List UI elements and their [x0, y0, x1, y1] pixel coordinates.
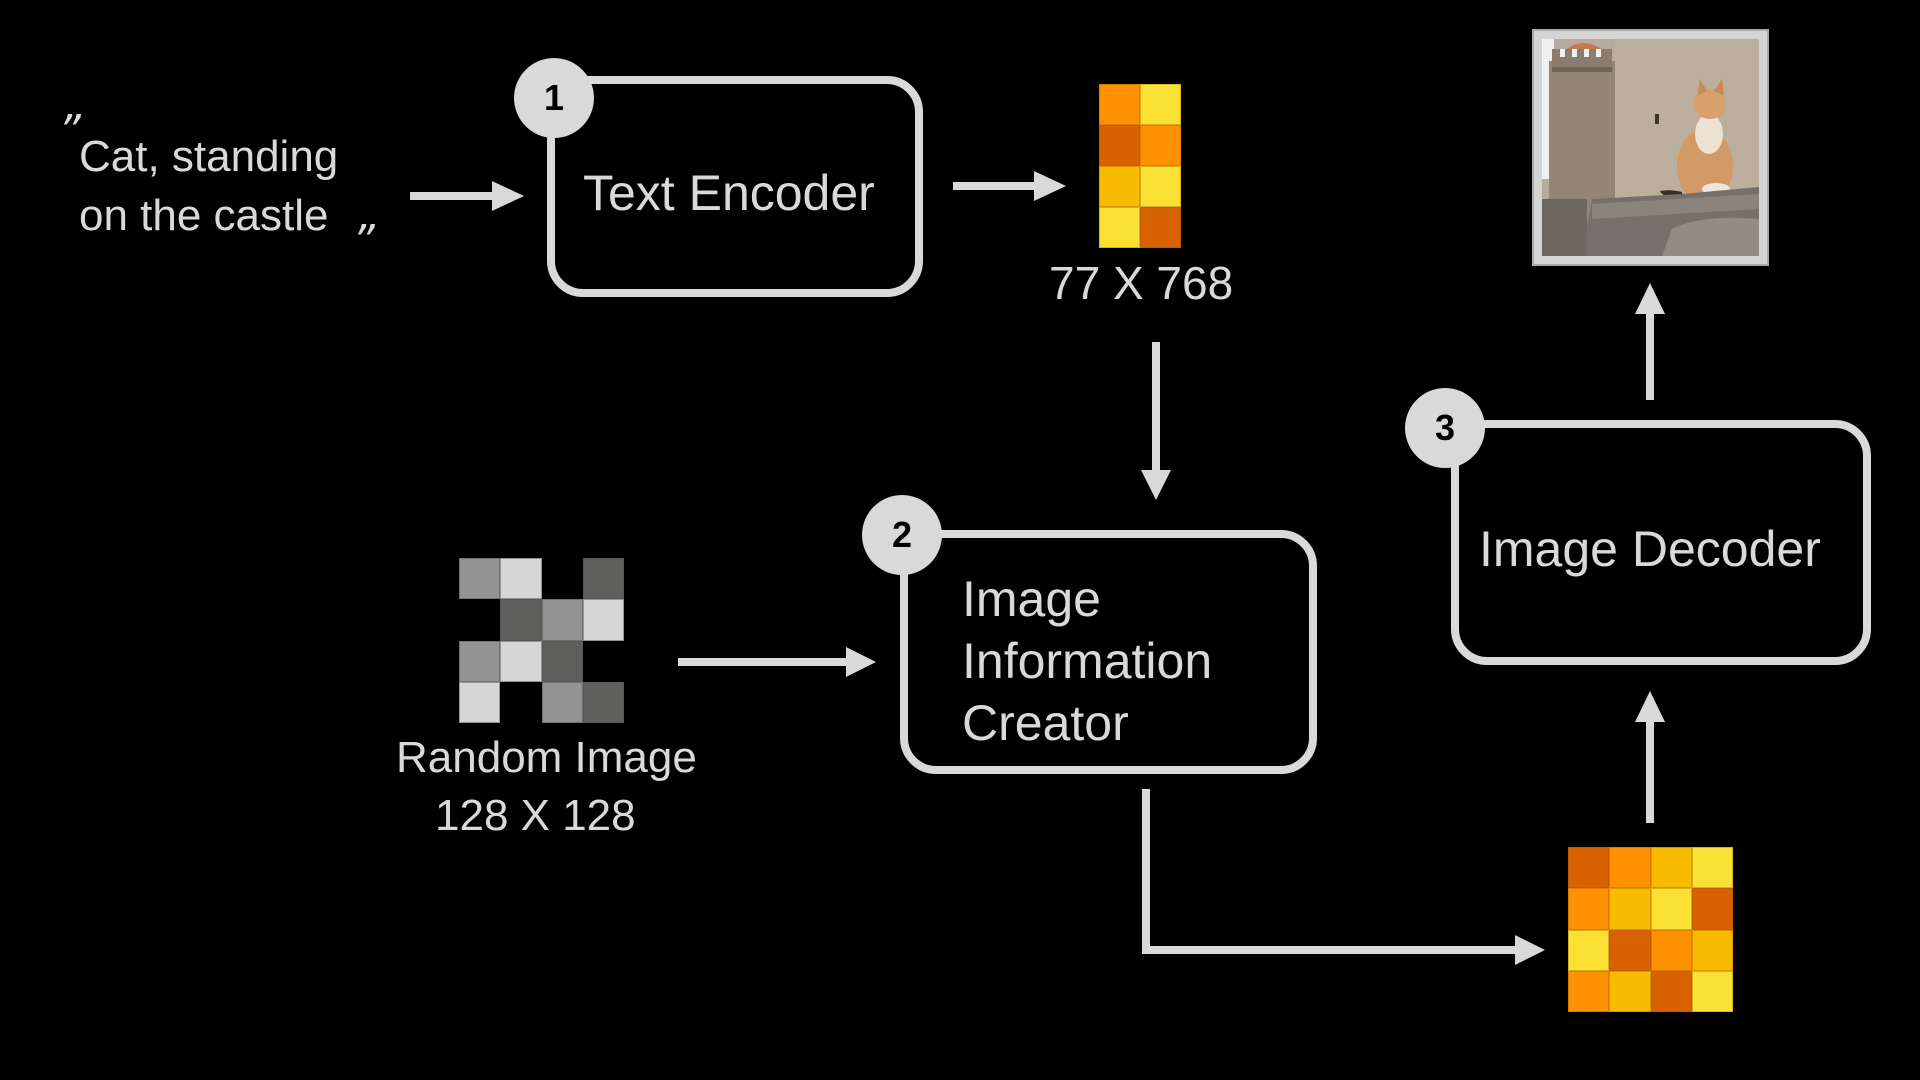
random-image-cell [500, 640, 542, 682]
arrow-embedding-to-creator [1141, 342, 1171, 500]
image-decoder-box[interactable]: Image Decoder [1451, 420, 1871, 665]
embedding-cell [1140, 166, 1181, 207]
text-embedding-label: 77 X 768 [1049, 257, 1234, 309]
latent-cell [1691, 970, 1733, 1012]
latent-cell [1568, 929, 1610, 971]
embedding-cell [1140, 207, 1181, 248]
creator-label-line-1: Image [962, 571, 1101, 627]
arrow-decoder-to-output [1635, 283, 1665, 400]
creator-label-line-3: Creator [962, 695, 1129, 751]
embedding-cell [1099, 207, 1140, 248]
latent-cell [1609, 929, 1651, 971]
random-image-cell [459, 681, 501, 723]
text-encoder-label: Text Encoder [583, 165, 875, 221]
text-encoder-box[interactable]: Text Encoder [547, 76, 923, 297]
random-image-size-label: 128 X 128 [435, 791, 636, 840]
latent-cell [1568, 970, 1610, 1012]
random-image-cell [541, 640, 583, 682]
creator-label-line-2: Information [962, 633, 1213, 689]
random-image-cell [582, 681, 624, 723]
random-image-cell [582, 558, 624, 600]
latent-cell [1650, 970, 1692, 1012]
embedding-cell [1099, 84, 1140, 125]
latent-grid [1568, 847, 1733, 1012]
close-quote: ” [352, 216, 375, 267]
latent-cell [1609, 847, 1651, 889]
arrow-encoder-to-embedding [953, 171, 1066, 201]
random-image-cell [582, 640, 624, 682]
random-image-cell [500, 681, 542, 723]
image-decoder-label: Image Decoder [1479, 521, 1821, 577]
random-image-cell [459, 640, 501, 682]
step-badge-1: 1 [514, 58, 594, 138]
latent-cell [1650, 888, 1692, 930]
prompt-line-1: Cat, standing [79, 132, 339, 181]
latent-cell [1691, 888, 1733, 930]
random-image-cell [541, 558, 583, 600]
step-badge-2: 2 [862, 495, 942, 575]
output-image-frame [1532, 29, 1769, 266]
latent-cell [1691, 929, 1733, 971]
latent-cell [1609, 888, 1651, 930]
embedding-cell [1140, 84, 1181, 125]
random-image-cell [541, 681, 583, 723]
random-image-cell [582, 599, 624, 641]
embedding-cell [1099, 166, 1140, 207]
random-image-grid [459, 558, 624, 723]
arrow-latent-to-decoder [1635, 691, 1665, 823]
random-image-cell [500, 558, 542, 600]
random-image-cell [541, 599, 583, 641]
latent-cell [1650, 847, 1692, 889]
arrow-creator-to-latent [1142, 789, 1545, 965]
latent-cell [1609, 970, 1651, 1012]
step-badge-3: 3 [1405, 388, 1485, 468]
window [1655, 114, 1659, 124]
arrow-prompt-to-encoder [410, 181, 524, 211]
latent-cell [1568, 847, 1610, 889]
latent-cell [1691, 847, 1733, 889]
random-image-cell [459, 558, 501, 600]
prompt-line-2: on the castle [79, 191, 329, 240]
image-information-creator-box[interactable]: Image Information Creator [900, 530, 1317, 774]
output-image [1542, 39, 1759, 256]
random-image-label: Random Image [396, 733, 697, 782]
embedding-cell [1140, 125, 1181, 166]
open-quote: ” [58, 106, 81, 157]
random-image-cell [459, 599, 501, 641]
arrow-random-to-creator [678, 647, 876, 677]
stone-wall [1542, 187, 1759, 256]
text-embedding-grid [1099, 84, 1181, 248]
embedding-cell [1099, 125, 1140, 166]
latent-cell [1568, 888, 1610, 930]
random-image-cell [500, 599, 542, 641]
latent-cell [1650, 929, 1692, 971]
